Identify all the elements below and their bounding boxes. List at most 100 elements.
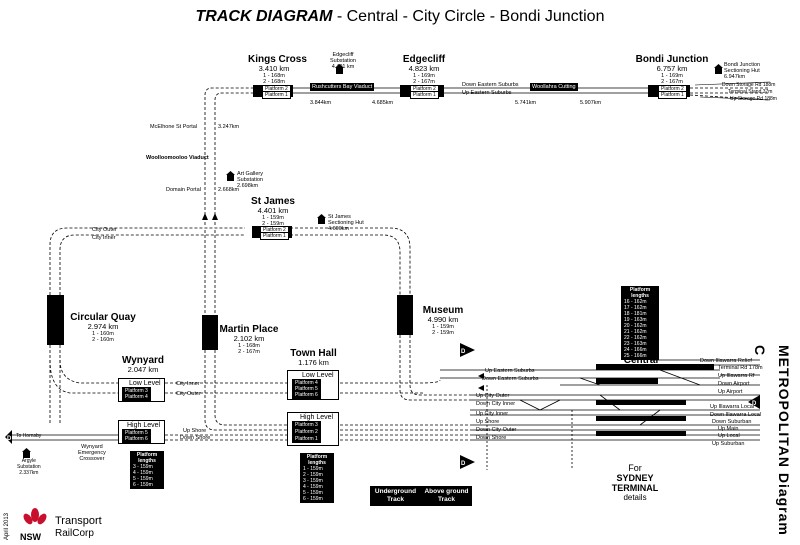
edgecliff-dist: 4.823 km (408, 64, 440, 73)
townhall-platform-lengths: Platform lengths 1 - 159m 2 - 159m 3 - 1… (300, 453, 334, 503)
th-plat-1: Platform 1 (292, 435, 321, 443)
up-shore-label: Up Shore (183, 428, 207, 434)
st-james-name: St James (251, 196, 295, 207)
km-4685: 4.685km (372, 100, 394, 106)
km-2668: 2.668km (218, 187, 240, 193)
up-eastern-suburbs-2: Up Eastern Suburbs (485, 368, 535, 374)
circular-quay-dist: 2.974 km (87, 322, 119, 331)
down-city-outer: Down City Outer (476, 427, 517, 433)
circular-quay-p2: 2 - 160m (92, 337, 114, 343)
central-length-row: 18 - 181m (624, 311, 647, 317)
central-lengths-header: Platform lengths (629, 287, 651, 299)
city-outer-label: City Outer (92, 227, 117, 233)
km-5741: 5.741km (515, 100, 537, 106)
svg-text:D: D (461, 461, 466, 467)
kings-cross-p2: 2 - 168m (263, 79, 285, 85)
central-length-row: 25 - 166m (624, 353, 647, 359)
side-banner: METROPOLITAN Diagram C (752, 345, 796, 540)
transport-label: Transport (55, 515, 102, 527)
town-hall-low-box: Low Level Platform 4 Platform 5 Platform… (287, 370, 339, 400)
es-line-2 (214, 92, 265, 225)
to-hornsby: To Hornsby (16, 433, 42, 439)
up-shore-2: Up Shore (476, 419, 500, 425)
diagram-title: TRACK DIAGRAM - Central - City Circle - … (0, 8, 800, 26)
town-hall-name: Town Hall (290, 348, 337, 359)
track-legend: Underground Track Above ground Track (370, 486, 472, 506)
central-name: Central (623, 355, 659, 366)
central-length-row: 19 - 163m (624, 317, 647, 323)
up-city-outer: Up City Outer (476, 393, 510, 399)
down-es-label: Down Eastern Suburbs (462, 82, 519, 88)
circular-quay-platforms (47, 295, 64, 345)
wynyard-high-box: High Level Platform 5 Platform 6 (118, 420, 165, 444)
wynyard-platform-lengths: Platform lengths 3 - 159m 4 - 159m 5 - 1… (130, 451, 164, 489)
th-plat-6: Platform 6 (292, 391, 321, 399)
mcelhone-portal: McElhone St Portal (150, 124, 198, 130)
wynyard-dist: 2.047 km (127, 365, 159, 374)
central-length-row: 21 - 162m (624, 329, 647, 335)
wynyard-lengths-header: Platform lengths (136, 452, 158, 464)
wynyard-length-row: 3 - 159m (133, 464, 153, 470)
up-city-inner: Up City Inner (476, 411, 509, 417)
down-shore-2: Down Shore (476, 435, 507, 441)
townhall-length-row: 6 - 159m (303, 496, 323, 502)
wynyard-emergency-crossover: Wynyard Emergency Crossover (78, 444, 106, 462)
martin-place-name: Martin Place (219, 324, 279, 335)
station-central: Central (616, 355, 666, 366)
martin-place-platforms (202, 315, 218, 350)
kings-cross-p1: 1 - 168m (263, 73, 285, 79)
nsw-waratah-logo (23, 508, 47, 525)
down-shore-label: Down Shore (180, 435, 211, 441)
museum-name: Museum (422, 305, 464, 316)
st-james-p2: 2 - 159m (262, 221, 284, 227)
townhall-length-row: 4 - 159m (303, 484, 323, 490)
d-marker-1 (460, 343, 475, 357)
edgecliff-p2: 2 - 167m (413, 79, 435, 85)
bondi-p2: 2 - 167m (661, 79, 683, 85)
up-local: Up Local (718, 433, 740, 439)
museum-platforms (397, 295, 413, 335)
station-bondi-junction: Bondi Junction 6.757 km 1 - 169m 2 - 167… (632, 54, 712, 85)
down-storage-rd: Down Storage Rd 188m (722, 82, 776, 88)
station-circular-quay: Circular Quay 2.974 km 1 - 160m 2 - 160m (68, 312, 138, 343)
down-city-inner: Down City Inner (476, 401, 516, 407)
legend-aboveground: Above ground Track (424, 488, 469, 503)
bondi-name: Bondi Junction (635, 54, 709, 65)
station-martin-place: Martin Place 2.102 km 1 - 168m 2 - 167m (218, 324, 280, 355)
station-wynyard: Wynyard 2.047 km (118, 355, 168, 374)
wynyard-high-level: High Level (127, 422, 161, 429)
woollahra-cutting: Woollahra Cutting (530, 83, 578, 91)
museum-p1: 1 - 159m (432, 324, 454, 330)
central-platform-lengths: Platform lengths 16 - 162m 17 - 162m 18 … (621, 286, 659, 360)
station-edgecliff: Edgecliff 4.823 km 1 - 169m 2 - 167m (398, 54, 450, 85)
wynyard-length-row: 4 - 159m (133, 470, 153, 476)
date-label: April 2013 (4, 512, 10, 540)
central-platform-a (596, 364, 714, 370)
down-illawarra-local: Down Illawarra Local (710, 412, 762, 418)
station-town-hall: Town Hall 1.176 km (286, 348, 341, 367)
km-3247: 3.247km (218, 124, 240, 130)
central-platform-c (596, 400, 686, 405)
side-banner-text: METROPOLITAN Diagram C (752, 345, 792, 536)
up-illawarra-local: Up Illawarra Local (710, 404, 755, 410)
down-illawarra-relief: Down Illawarra Relief (700, 358, 752, 364)
sydney-terminal-label: SYDNEY TERMINAL (611, 473, 659, 493)
for-label: For (628, 463, 642, 473)
station-kings-cross: Kings Cross 3.410 km 1 - 168m 2 - 168m (248, 54, 307, 85)
kings-cross-dist: 3.410 km (258, 64, 290, 73)
woolloomooloo-viaduct: Woolloomooloo Viaduct (146, 155, 209, 161)
wynyard-length-row: 5 - 159m (133, 476, 153, 482)
st-james-hut: St James Sectioning Hut 4.600km (328, 214, 364, 232)
central-length-row: 17 - 162m (624, 305, 647, 311)
martin-place-dist: 2.102 km (233, 334, 265, 343)
sydney-terminal-note: For SYDNEY TERMINAL details (600, 463, 670, 502)
central-length-row: 22 - 162m (624, 335, 647, 341)
title-main: TRACK DIAGRAM (195, 8, 333, 25)
wynyard-low-box: Low Level Platform 3 Platform 4 (118, 378, 165, 402)
central-length-row: 23 - 163m (624, 341, 647, 347)
edgecliff-p1: 1 - 169m (413, 73, 435, 79)
art-gallery-substation: Art Gallery Substation 2.698km (237, 171, 263, 189)
town-hall-low-level: Low Level (302, 372, 334, 379)
